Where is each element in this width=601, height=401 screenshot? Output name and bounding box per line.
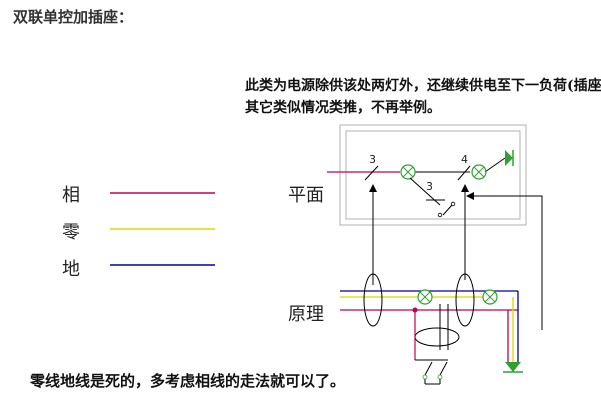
note-line-2: 其它类似情况类推，不再举例。 [245, 100, 441, 116]
legend-neutral-label: 零 [62, 222, 80, 243]
plan-view-box [339, 124, 527, 226]
plan-socket-icon [505, 150, 514, 166]
plan-switch-2 [457, 165, 471, 181]
page-title: 双联单控加插座： [13, 8, 134, 26]
note-line-1: 此类为电源除供该处两灯外，还继续供电至下一负荷(插座) [245, 78, 601, 94]
plan-lamp-2-icon [471, 164, 487, 180]
principle-lamp-2-icon [482, 289, 498, 305]
legend-ground-label: 地 [62, 259, 80, 280]
plan-lamp-1-icon [400, 164, 416, 180]
cable-bundle-left [363, 273, 383, 327]
principle-double-switch [415, 359, 448, 385]
legend-live-label: 相 [62, 185, 80, 206]
principle-view-label: 原理 [288, 304, 324, 325]
switch-number-2: 4 [461, 153, 468, 166]
switch-number-1: 3 [369, 153, 376, 166]
bottom-note: 零线地线是死的，多考虑相线的走法就可以了。 [30, 372, 346, 390]
principle-socket-icon [503, 362, 523, 373]
cable-bundle-right [455, 273, 475, 327]
plan-view-label: 平面 [288, 185, 324, 206]
principle-lamp-1-icon [417, 289, 433, 305]
plan-wire [484, 157, 506, 173]
plan-feed-wire [466, 192, 543, 330]
switch-number-3: 3 [426, 180, 433, 193]
cable-bundle-bottom [414, 327, 460, 347]
plan-switch-1 [364, 165, 379, 181]
plan-switch-3 [409, 177, 456, 218]
